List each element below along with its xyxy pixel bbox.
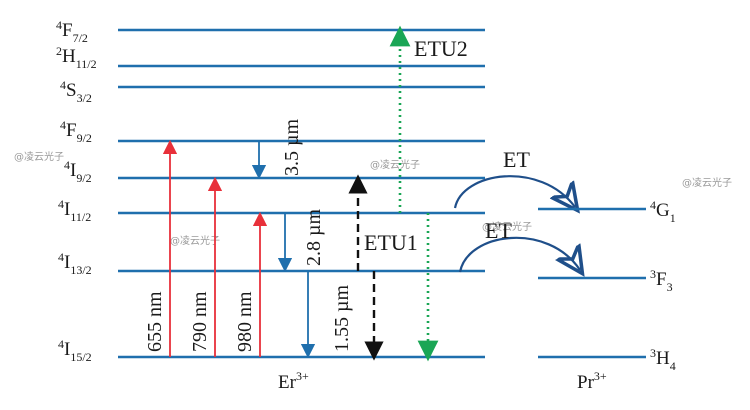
emission-label-2-8um: 2.8 µm — [303, 208, 325, 266]
etu2-label: ETU2 — [414, 36, 468, 61]
watermark: @凌云光子 — [170, 234, 220, 247]
emission-labels: 3.5 µm 2.8 µm 1.55 µm — [281, 118, 353, 352]
etu1-label: ETU1 — [364, 230, 418, 255]
pump-label-790: 790 nm — [189, 291, 211, 352]
et-arrows — [453, 175, 580, 272]
pr-level-label: 3H4 — [650, 346, 676, 373]
ion-label-pr: Pr3+ — [577, 369, 607, 393]
et-arrow-lower — [458, 236, 580, 272]
er-level-label: 4F7/2 — [56, 18, 88, 45]
watermark: @凌云光子 — [370, 158, 420, 171]
er-level-labels: 4F7/2 2H11/2 4S3/2 4F9/2 4I9/2 4I11/2 4I… — [56, 18, 97, 364]
etu1-arrows — [348, 174, 384, 361]
pump-arrows — [162, 139, 268, 357]
pump-label-655: 655 nm — [144, 291, 166, 352]
er-level-label: 4I11/2 — [58, 197, 91, 224]
er-level-label: 4I9/2 — [64, 158, 92, 185]
etu2-arrows — [389, 25, 439, 362]
er-level-label: 4F9/2 — [60, 118, 92, 145]
pr-levels — [538, 207, 646, 359]
er-level-label: 4I15/2 — [58, 337, 92, 364]
watermark: @凌云光子 — [682, 176, 732, 189]
pr-level-label: 4G1 — [650, 198, 676, 225]
emission-arrows — [251, 141, 316, 359]
watermark: @凌云光子 — [482, 220, 532, 233]
emission-label-1-55um: 1.55 µm — [331, 284, 353, 352]
er-levels — [118, 28, 485, 359]
er-level-label: 4I13/2 — [58, 250, 92, 277]
pump-label-980: 980 nm — [234, 291, 256, 352]
emission-label-3-5um: 3.5 µm — [281, 118, 303, 176]
pr-level-label: 3F3 — [650, 267, 673, 294]
ion-label-er: Er3+ — [278, 369, 309, 393]
er-level-label: 4S3/2 — [60, 78, 92, 105]
pump-labels: 655 nm 790 nm 980 nm — [144, 291, 256, 352]
et-label-lower: ET — [485, 218, 512, 243]
er-level-label: 2H11/2 — [56, 44, 97, 71]
pr-level-labels: 4G1 3F3 3H4 — [650, 198, 676, 373]
et-arrow-upper — [453, 175, 575, 208]
et-label-upper: ET — [503, 147, 530, 172]
watermark: @凌云光子 — [14, 150, 64, 163]
